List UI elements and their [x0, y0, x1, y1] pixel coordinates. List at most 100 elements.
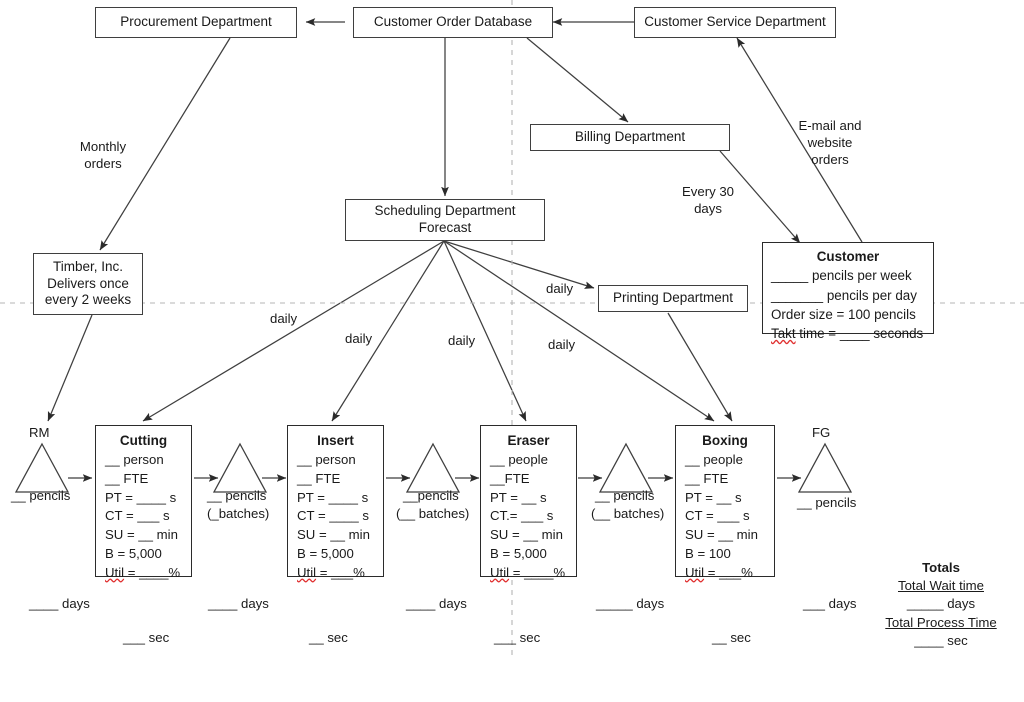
email-orders-line1: E-mail and: [798, 118, 862, 133]
inventory-qty-buffer-2-line2: (__ batches): [396, 506, 470, 521]
customer-service-label: Customer Service Department: [644, 14, 826, 30]
timeline-sec-2: __ sec: [309, 630, 348, 645]
eraser-process-time: PT = __ s: [490, 489, 547, 505]
totals-heading: Totals: [922, 560, 960, 575]
timeline-days-3: ____ days: [406, 596, 467, 611]
scheduling-label-line2: Forecast: [418, 220, 472, 235]
billing-label: Billing Department: [574, 129, 686, 145]
util-rest: = ____%: [509, 564, 566, 580]
inventory-tag-fg: FG: [812, 425, 831, 440]
monthly-orders-line2: orders: [84, 156, 122, 172]
inventory-triangle-buffer-3: [598, 442, 654, 493]
timeline-sec-1: ___ sec: [123, 630, 170, 645]
eraser-cycle-time: CT.= ___ s: [490, 508, 554, 524]
label-daily-insert: daily: [345, 331, 373, 346]
boxing-batch-size: B = 100: [685, 545, 731, 561]
inventory-qty-fg: __ pencils: [797, 495, 857, 510]
supplier-label-line1: Timber, Inc.: [52, 258, 124, 274]
process-title-eraser: Eraser: [507, 433, 550, 448]
monthly-orders-line1: Monthly: [79, 139, 127, 154]
supplier-label-line2: Delivers once: [47, 275, 129, 291]
inventory-triangle-fg: [797, 442, 853, 493]
eraser-setup-time: SU = __ min: [490, 527, 563, 543]
cutting-staff: __ person: [105, 452, 164, 468]
customer-pencils-per-week: _____ pencils per week: [771, 268, 912, 284]
eraser-batch-size: B = 5,000: [490, 545, 547, 561]
box-printing-department[interactable]: Printing Department: [598, 285, 748, 312]
process-box-eraser[interactable]: Eraser __ people __FTE PT = __ s CT.= __…: [480, 425, 577, 580]
customer-pencils-per-day: _______ pencils per day: [771, 287, 917, 303]
inventory-triangle-buffer-1: [212, 442, 268, 493]
arrow-timber-to-rm: [47, 314, 93, 422]
insert-batch-size: B = 5,000: [297, 545, 354, 561]
arrow-scheduling-to-cutting: [142, 240, 445, 422]
printing-label: Printing Department: [612, 290, 734, 306]
email-orders-line2: website: [807, 135, 853, 151]
box-scheduling-department[interactable]: Scheduling Department Forecast: [345, 199, 545, 241]
box-customer[interactable]: Customer _____ pencils per week _______ …: [762, 242, 934, 341]
process-box-insert[interactable]: Insert __ person __ FTE PT = ____ s CT =…: [287, 425, 384, 580]
total-wait-time-value: _____ days: [906, 596, 976, 612]
timeline-days-5: ___ days: [803, 596, 857, 611]
takt-word: Takt: [771, 326, 796, 342]
timeline-days-2: ____ days: [208, 596, 269, 611]
cutting-fte: __ FTE: [105, 470, 149, 486]
takt-rest: time = ____ seconds: [795, 326, 924, 342]
boxing-staff: __ people: [685, 452, 743, 468]
process-box-boxing[interactable]: Boxing __ people __ FTE PT = __ s CT = _…: [675, 425, 775, 580]
boxing-fte: __ FTE: [685, 470, 729, 486]
insert-process-time: PT = ____ s: [297, 489, 369, 505]
timeline-days-4: _____ days: [596, 596, 665, 611]
scheduling-label-line1: Scheduling Department: [374, 203, 516, 219]
timeline-sec-3: ___ sec: [494, 630, 541, 645]
arrow-orderdb-to-billing: [526, 37, 629, 123]
util-word: Util: [685, 564, 705, 580]
insert-fte: __ FTE: [297, 470, 341, 486]
insert-cycle-time: CT = ____ s: [297, 508, 369, 524]
totals-block: Totals Total Wait time _____ days Total …: [876, 559, 1006, 650]
customer-title: Customer: [816, 249, 880, 264]
every30-line1: Every 30: [681, 184, 735, 199]
box-billing-department[interactable]: Billing Department: [530, 124, 730, 151]
timeline-sec-4: __ sec: [712, 630, 751, 645]
boxing-utilization: Util = ___%: [676, 564, 753, 583]
util-rest: = ____%: [124, 564, 181, 580]
label-daily-cutting: daily: [270, 311, 298, 326]
inventory-qty-rm: __ pencils: [11, 488, 71, 503]
cutting-utilization: Util = ____%: [96, 564, 180, 583]
inventory-qty-buffer-3-line1: __ pencils: [595, 488, 655, 503]
procurement-label: Procurement Department: [120, 14, 272, 30]
box-supplier-timber-inc[interactable]: Timber, Inc. Delivers once every 2 weeks: [33, 253, 143, 315]
label-every-30-days: Every 30 days: [675, 183, 741, 217]
label-daily-printing: daily: [546, 281, 574, 296]
util-rest: = ___%: [316, 564, 365, 580]
inventory-qty-buffer-1-line2: (_batches): [207, 506, 270, 521]
inventory-qty-buffer-3-line2: (__ batches): [591, 506, 665, 521]
email-orders-line3: orders: [811, 152, 849, 168]
box-customer-service-department[interactable]: Customer Service Department: [634, 7, 836, 38]
util-word: Util: [490, 564, 510, 580]
label-daily-eraser: daily: [448, 333, 476, 348]
cutting-process-time: PT = ____ s: [105, 489, 177, 505]
label-email-website-orders: E-mail and website orders: [790, 117, 870, 168]
box-procurement-department[interactable]: Procurement Department: [95, 7, 297, 38]
label-daily-boxing: daily: [548, 337, 576, 352]
timeline-days-1: ____ days: [29, 596, 90, 611]
arrow-printing-to-boxing: [667, 312, 733, 422]
customer-takt-time: Takt time = ____ seconds: [763, 324, 923, 343]
boxing-process-time: PT = __ s: [685, 489, 742, 505]
inventory-triangle-buffer-2: [405, 442, 461, 493]
eraser-staff: __ people: [490, 452, 548, 468]
eraser-fte: __FTE: [490, 470, 530, 486]
arrow-scheduling-to-eraser: [443, 240, 527, 422]
box-customer-order-database[interactable]: Customer Order Database: [353, 7, 553, 38]
total-process-time-value: ____ sec: [914, 632, 968, 648]
inventory-triangle-rm: [14, 442, 70, 493]
arrow-scheduling-to-boxing: [443, 240, 715, 422]
util-word: Util: [105, 564, 125, 580]
inventory-tag-rm: RM: [29, 425, 50, 440]
process-title-cutting: Cutting: [119, 433, 168, 448]
total-wait-time-label: Total Wait time: [898, 578, 984, 594]
process-box-cutting[interactable]: Cutting __ person __ FTE PT = ____ s CT …: [95, 425, 192, 580]
